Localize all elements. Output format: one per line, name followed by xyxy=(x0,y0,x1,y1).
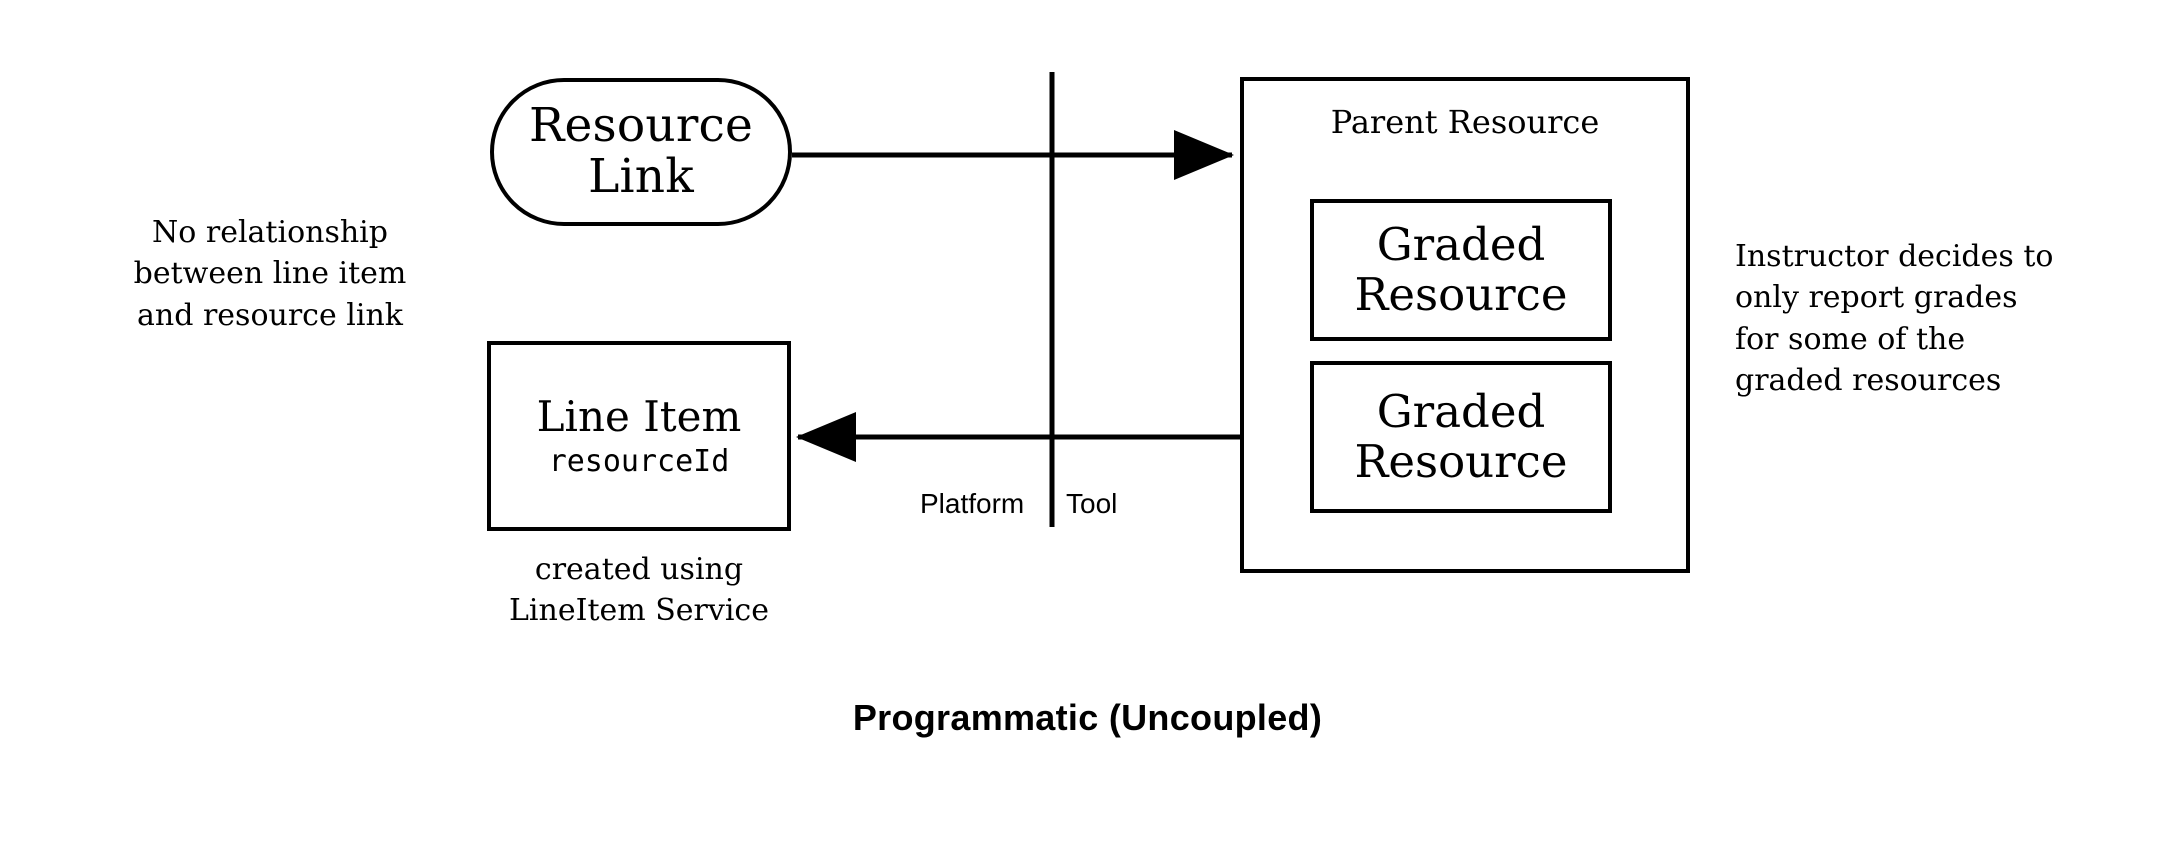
node-line-item-label: Line Item xyxy=(536,392,742,442)
node-parent-resource-label: Parent Resource xyxy=(1330,103,1600,141)
boundary-label-platform: Platform xyxy=(920,488,1025,519)
node-graded-resource-2[interactable]: Graded Resource xyxy=(1310,361,1612,513)
node-resource-link-label: Resource Link xyxy=(528,98,754,204)
caption-created-using-lineitem-service: created using LineItem Service xyxy=(509,552,769,629)
annotation-instructor-decides: Instructor decides to only report grades… xyxy=(1735,239,2054,399)
annotation-no-relationship: No relationship between line item and re… xyxy=(133,215,407,333)
node-resource-link[interactable]: Resource Link xyxy=(490,78,792,226)
node-line-item-sublabel-resource-id: resourceId xyxy=(548,443,730,479)
node-line-item[interactable]: Line Item resourceId xyxy=(487,341,791,531)
node-graded-resource-1[interactable]: Graded Resource xyxy=(1310,199,1612,341)
boundary-label-tool: Tool xyxy=(1066,488,1118,519)
diagram-caption: Programmatic (Uncoupled) xyxy=(852,697,1323,738)
